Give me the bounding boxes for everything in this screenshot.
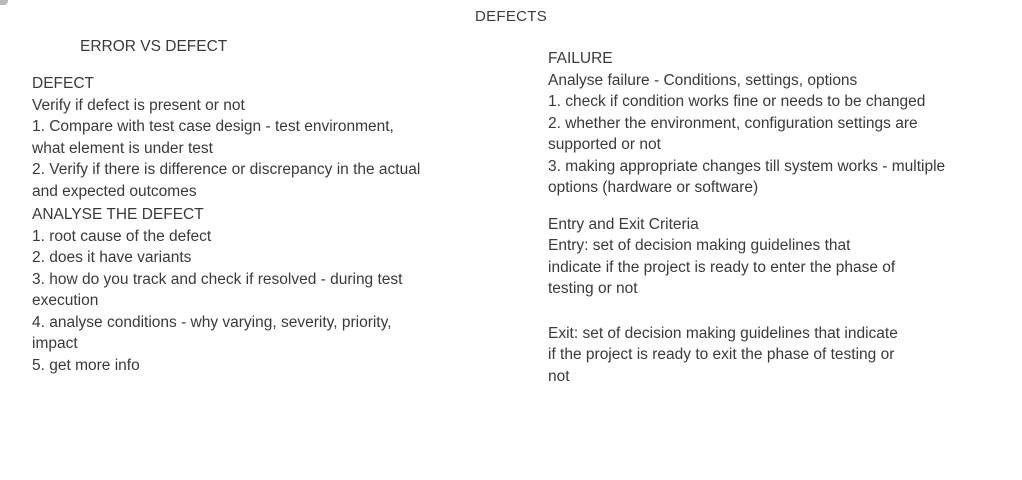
left-column: ERROR VS DEFECT DEFECT Verify if defect …: [32, 36, 502, 376]
failure-line: 1. check if condition works fine or need…: [548, 93, 926, 110]
window-corner-mark: [0, 0, 8, 5]
analyse-defect-line: 1. root cause of the defect: [32, 227, 212, 245]
defect-line: 2. Verify if there is difference or disc…: [32, 161, 421, 178]
right-column: FAILURE Analyse failure - Conditions, se…: [548, 48, 1018, 387]
entry-criteria-line: indicate if the project is ready to ente…: [548, 258, 896, 276]
defect-heading: DEFECT: [32, 75, 94, 92]
defect-section: DEFECT Verify if defect is present or no…: [32, 73, 502, 202]
error-vs-defect-subtitle: ERROR VS DEFECT: [80, 38, 228, 55]
analyse-defect-line: impact: [32, 335, 78, 352]
entry-criteria-line: testing or not: [548, 280, 638, 297]
failure-line: Analyse failure - Conditions, settings, …: [548, 71, 858, 89]
exit-criteria-line: if the project is ready to exit the phas…: [548, 346, 895, 363]
defect-line: what element is under test: [32, 139, 213, 157]
analyse-defect-line: 5. get more info: [32, 356, 140, 374]
analyse-defect-section: ANALYSE THE DEFECT 1. root cause of the …: [32, 204, 502, 376]
failure-line: options (hardware or software): [548, 179, 759, 196]
analyse-defect-line: 2. does it have variants: [32, 249, 192, 266]
failure-heading: FAILURE: [548, 50, 613, 67]
entry-exit-criteria-heading: Entry and Exit Criteria: [548, 215, 699, 233]
analyse-defect-line: 3. how do you track and check if resolve…: [32, 270, 403, 288]
analyse-defect-heading: ANALYSE THE DEFECT: [32, 206, 204, 223]
exit-criteria-line: Exit: set of decision making guidelines …: [548, 324, 898, 342]
defect-line: 1. Compare with test case design - test …: [32, 118, 394, 135]
failure-line: 3. making appropriate changes till syste…: [548, 157, 946, 175]
entry-criteria-line: Entry: set of decision making guidelines…: [548, 237, 851, 254]
defect-line: Verify if defect is present or not: [32, 96, 245, 114]
failure-section: FAILURE Analyse failure - Conditions, se…: [548, 48, 1018, 199]
failure-line: 2. whether the environment, configuratio…: [548, 114, 918, 132]
analyse-defect-line: execution: [32, 292, 99, 309]
analyse-defect-line: 4. analyse conditions - why varying, sev…: [32, 313, 392, 331]
failure-line: supported or not: [548, 136, 661, 153]
defect-line: and expected outcomes: [32, 182, 197, 200]
exit-criteria-line: not: [548, 367, 570, 385]
entry-exit-criteria-section: Entry and Exit Criteria Entry: set of de…: [548, 214, 1018, 388]
page-title: DEFECTS: [474, 8, 548, 25]
